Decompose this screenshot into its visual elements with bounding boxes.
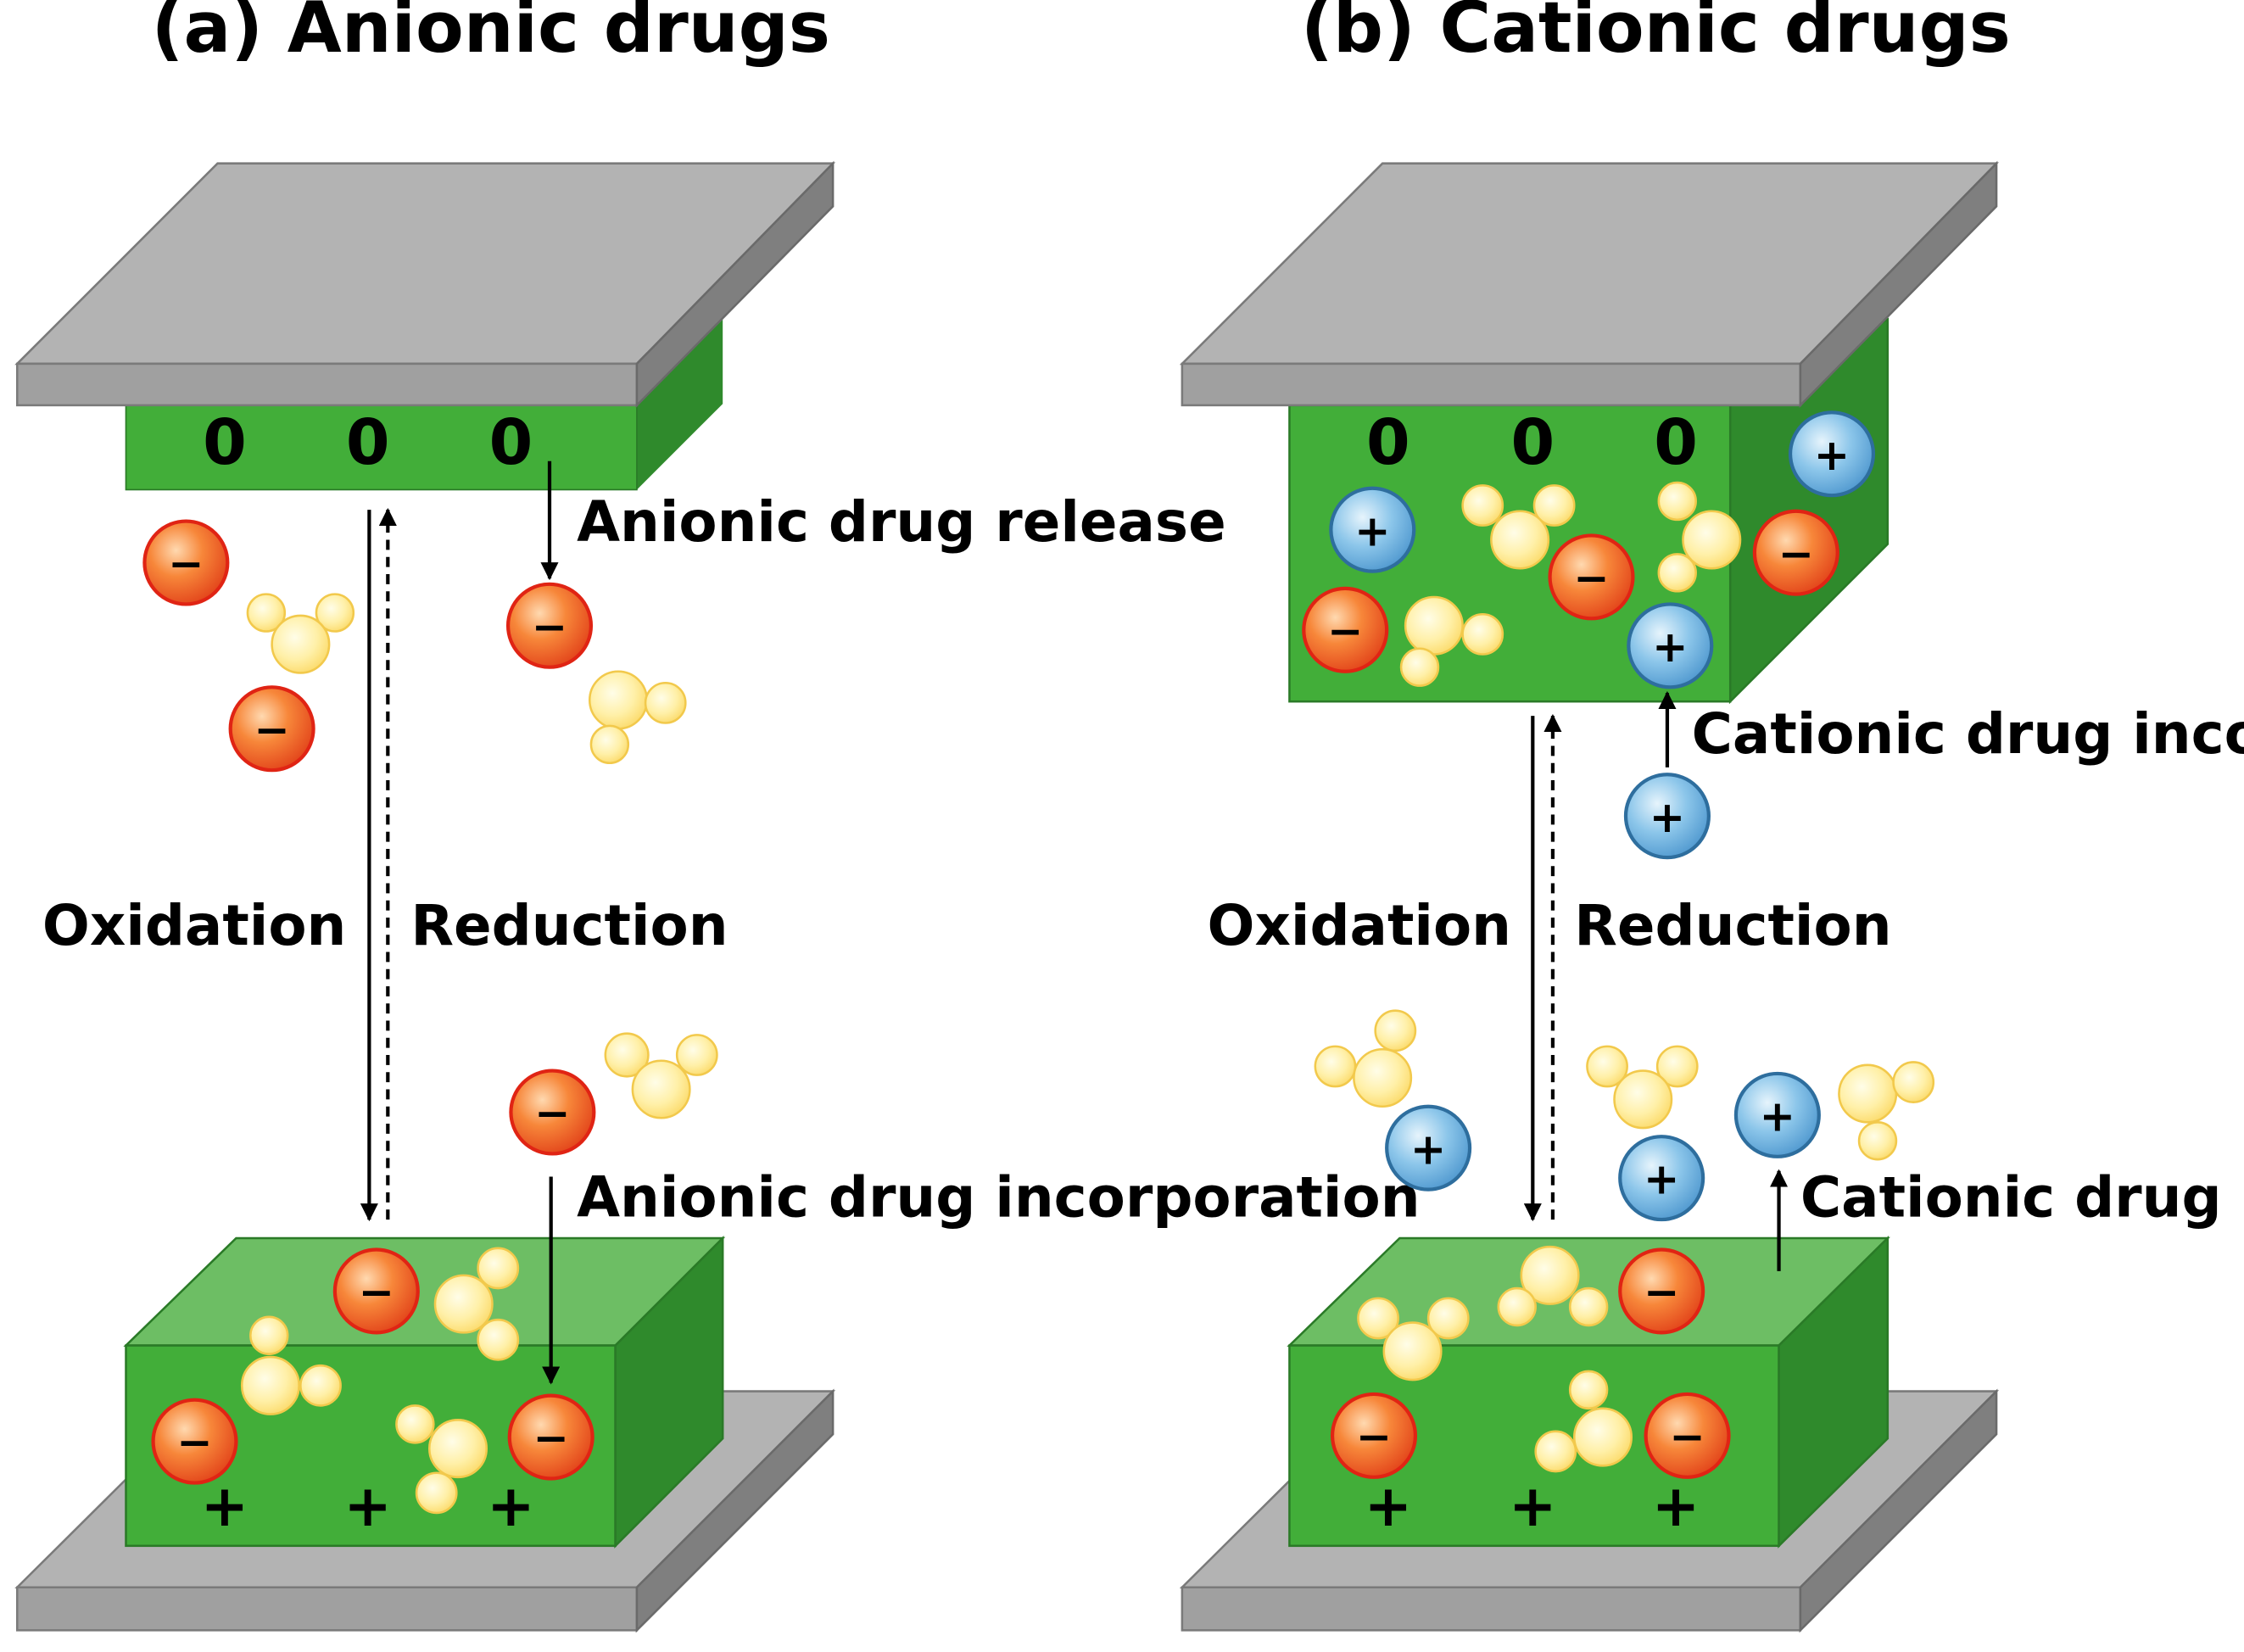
top-polymer-film <box>125 319 723 491</box>
polymer-side-face <box>614 1235 724 1549</box>
svg-text:−: − <box>176 1417 212 1467</box>
electrode-front-face <box>1181 1586 1802 1632</box>
polymer-side-face <box>636 319 723 490</box>
oxidation-label: Oxidation <box>1208 893 1511 958</box>
electrode-front-face <box>15 1586 639 1632</box>
svg-text:−: − <box>1778 528 1814 578</box>
counter-ion-cluster <box>1657 481 1742 593</box>
anionic-drug-ion: − <box>1618 1247 1705 1335</box>
svg-text:−: − <box>1644 1267 1679 1317</box>
svg-text:−: − <box>359 1267 394 1317</box>
top-electrode <box>1179 160 2000 408</box>
anionic-drug-ion: − <box>1644 1392 1731 1479</box>
svg-text:+: + <box>1814 430 1850 480</box>
cationic-drug-ion: + <box>1627 602 1714 689</box>
bottom-charge-label: + <box>1365 1472 1413 1539</box>
reduction-label: Reduction <box>1574 893 1891 958</box>
svg-text:−: − <box>254 705 289 755</box>
electrode-side-face <box>635 1388 835 1633</box>
electrode-front-face <box>15 362 639 407</box>
counter-ion-cluster <box>1586 1045 1699 1130</box>
counter-ion-cluster <box>1497 1245 1609 1327</box>
bottom-charge-label: + <box>1509 1472 1557 1539</box>
svg-text:+: + <box>1354 505 1390 555</box>
anionic-drug-ion: − <box>507 1393 594 1481</box>
panel-a: 0 0 0 + + + Oxidation Reduction Anionic … <box>14 160 1421 1633</box>
anionic-drug-ion: − <box>1330 1392 1418 1479</box>
anionic-drug-ion: − <box>151 1398 238 1485</box>
svg-text:−: − <box>1573 553 1609 603</box>
counter-ion-cluster <box>588 670 687 765</box>
bottom-charge-label: + <box>487 1472 535 1539</box>
counter-ion-cluster <box>1838 1061 1935 1161</box>
incorporation-label: Cationic drug incorporation <box>1692 701 2244 767</box>
polymer-side-face <box>1778 1235 1890 1549</box>
top-charge-label: 0 <box>1654 405 1698 479</box>
top-charge-label: 0 <box>203 405 247 479</box>
counter-ion-cluster <box>1461 484 1576 570</box>
panel-b: 0 0 0 + + + Oxidation Reduction Cationic… <box>1179 160 2244 1633</box>
counter-ion-cluster <box>1314 1009 1417 1108</box>
oxidation-label: Oxidation <box>42 893 346 958</box>
counter-ion-cluster <box>433 1247 520 1361</box>
counter-ion-cluster <box>1534 1370 1633 1473</box>
cationic-drug-ion: + <box>1385 1104 1472 1192</box>
svg-text:+: + <box>1644 1154 1679 1204</box>
bottom-charge-label: + <box>201 1472 249 1539</box>
release-label: Anionic drug release <box>577 489 1226 555</box>
counter-ion-cluster <box>1357 1297 1470 1381</box>
svg-text:+: + <box>1650 792 1685 842</box>
anionic-drug-ion: − <box>1752 509 1839 596</box>
anionic-drug-ion: − <box>228 685 315 773</box>
electrode-front-face <box>1181 362 1802 407</box>
top-charge-label: 0 <box>346 405 390 479</box>
svg-text:+: + <box>1652 622 1688 672</box>
svg-text:−: − <box>1327 606 1363 656</box>
bottom-charge-label: + <box>1652 1472 1700 1539</box>
panel-a-title: (a) Anionic drugs <box>152 0 830 69</box>
cationic-drug-ion: + <box>1329 486 1416 573</box>
anionic-drug-ion: − <box>332 1247 420 1335</box>
polymer-front-face <box>125 405 638 491</box>
anionic-drug-ion: − <box>142 519 230 606</box>
top-charge-label: 0 <box>1366 405 1410 479</box>
top-charge-label: 0 <box>489 405 533 479</box>
anionic-drug-ion: − <box>1548 533 1635 621</box>
reduction-label: Reduction <box>410 893 728 958</box>
cationic-drug-ion: + <box>1788 410 1876 498</box>
counter-ion-cluster <box>604 1032 718 1119</box>
counter-ion-cluster <box>395 1404 488 1515</box>
counter-ion-cluster <box>246 593 355 674</box>
svg-text:+: + <box>1760 1091 1795 1141</box>
svg-text:−: − <box>533 1413 568 1463</box>
svg-text:−: − <box>534 1088 570 1138</box>
anionic-drug-ion: − <box>1302 586 1389 673</box>
electrode-side-face <box>1799 1388 1998 1633</box>
anionic-drug-ion: − <box>509 1069 596 1156</box>
particle-layer: −−−−−−−+++++++−−−−−− <box>142 410 1935 1515</box>
counter-ion-cluster <box>240 1315 342 1415</box>
svg-text:+: + <box>1410 1124 1446 1174</box>
svg-text:−: − <box>1356 1411 1392 1461</box>
release-label: Cationic drug release <box>1800 1165 2244 1231</box>
svg-text:−: − <box>168 539 204 589</box>
cationic-drug-ion: + <box>1618 1135 1705 1222</box>
top-electrode <box>14 160 836 408</box>
bottom-charge-label: + <box>343 1472 392 1539</box>
svg-text:−: − <box>532 601 567 651</box>
top-charge-label: 0 <box>1510 405 1555 479</box>
panel-b-title: (b) Cationic drugs <box>1301 0 2011 69</box>
counter-ion-cluster <box>1399 595 1504 687</box>
electrode-side-face <box>1799 160 1998 408</box>
anionic-drug-ion: − <box>505 582 594 669</box>
svg-text:−: − <box>1669 1411 1705 1461</box>
incorporation-label: Anionic drug incorporation <box>577 1165 1420 1231</box>
cationic-drug-ion: + <box>1733 1071 1821 1158</box>
electrode-side-face <box>635 160 835 408</box>
cationic-drug-ion: + <box>1623 773 1711 860</box>
